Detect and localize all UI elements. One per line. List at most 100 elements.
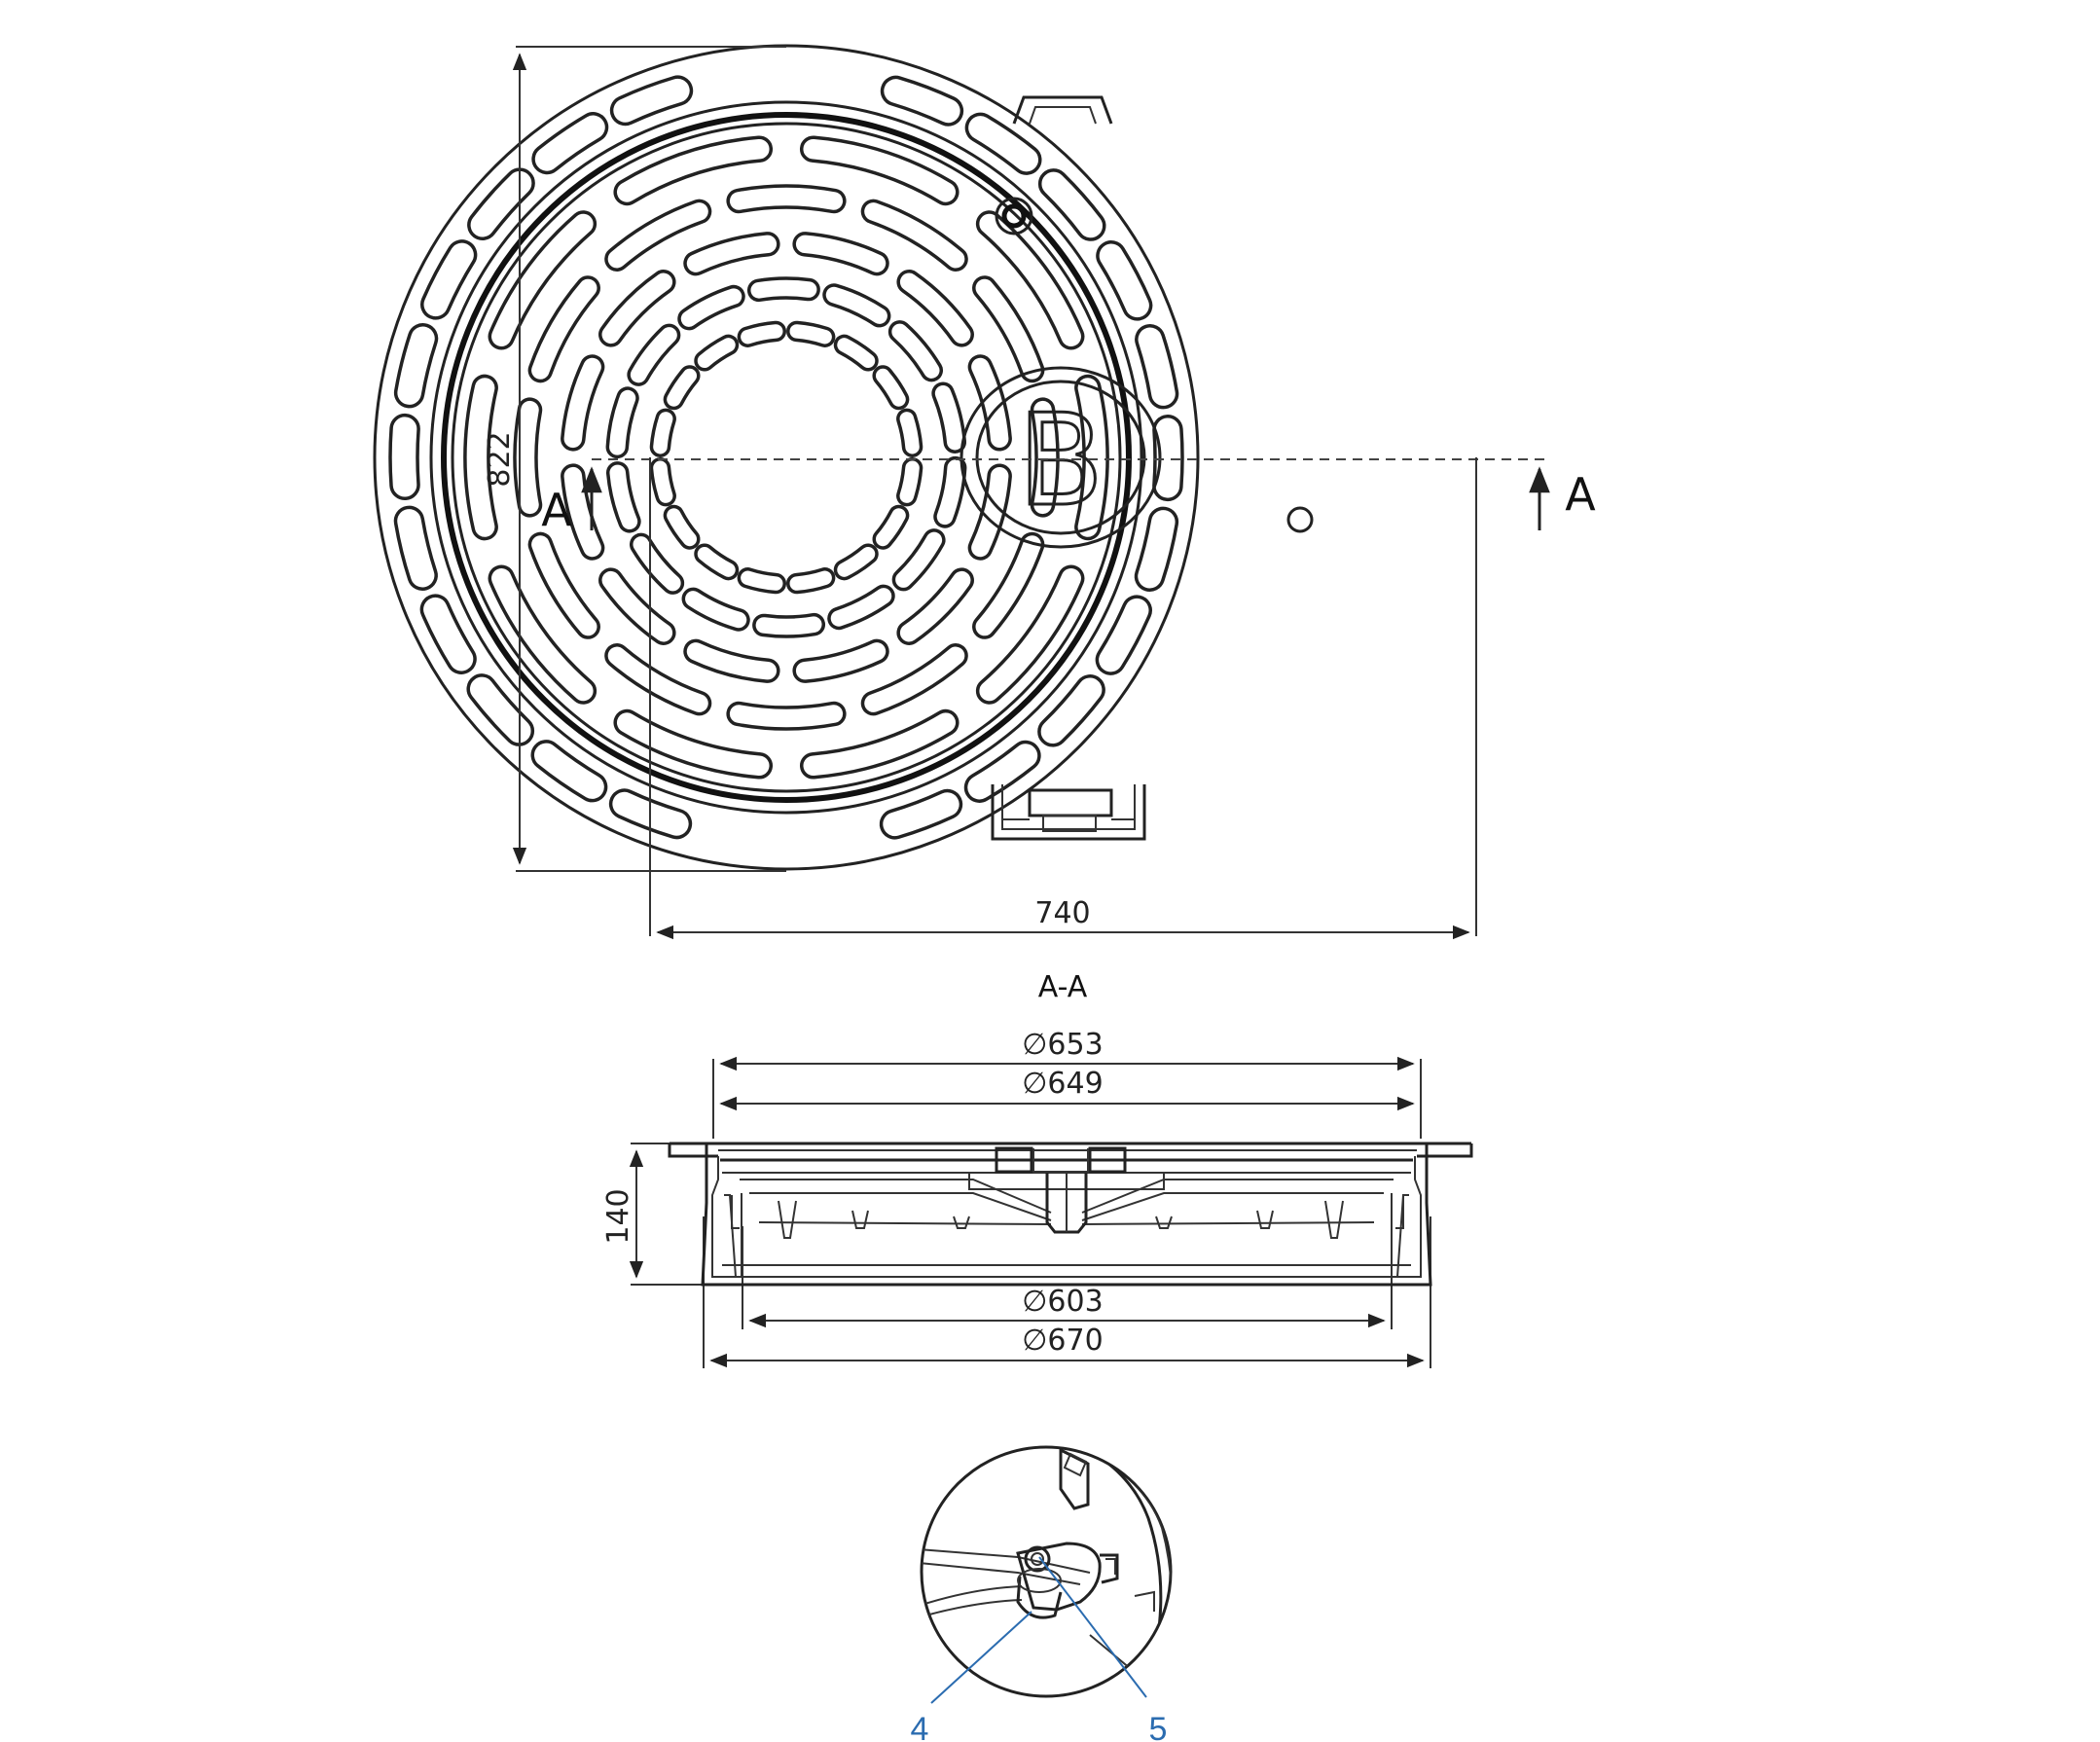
cover-slot xyxy=(1074,375,1109,540)
frame-slot xyxy=(1037,674,1105,747)
detail-content xyxy=(922,1447,1171,1696)
section-title: A-A xyxy=(1038,970,1088,1004)
section-profile xyxy=(668,1142,1473,1287)
keyhole-inner xyxy=(1001,203,1027,229)
cover-slot xyxy=(747,276,820,303)
callout-4-label: 4 xyxy=(911,1711,929,1742)
cover-slot xyxy=(737,567,786,595)
cover-slot xyxy=(463,374,498,541)
cover-slot xyxy=(967,463,1012,561)
cover-slot xyxy=(604,199,712,272)
cover-slot xyxy=(513,397,543,518)
frame-slot xyxy=(964,112,1042,175)
cover-slot xyxy=(896,457,923,507)
frame-slot xyxy=(880,75,964,127)
cover-slot xyxy=(827,584,895,631)
dim-670-label: ∅670 xyxy=(1022,1324,1103,1358)
cover-slot xyxy=(613,708,773,780)
cover-slot xyxy=(726,184,847,214)
cover-slot xyxy=(663,365,701,411)
cover-slot xyxy=(488,210,597,350)
cover-slot xyxy=(605,386,639,459)
cover-slot xyxy=(933,455,967,528)
section-label-right: A xyxy=(1565,468,1596,521)
cover-slot xyxy=(527,275,600,383)
cover-slot xyxy=(972,531,1045,639)
frame-slot xyxy=(388,413,420,500)
cover-slot xyxy=(786,567,836,595)
dim-653-label: ∅653 xyxy=(1022,1028,1103,1062)
frame-slots xyxy=(388,75,1184,840)
bottom-hinge xyxy=(991,784,1146,841)
cover-slot xyxy=(677,284,745,331)
frame-slot xyxy=(1152,415,1184,502)
cover-slot xyxy=(800,708,959,780)
logo-oval-inner xyxy=(975,380,1146,535)
frame-slot xyxy=(1037,168,1106,241)
keyhole-outer xyxy=(995,197,1033,236)
cover-slot xyxy=(527,531,600,639)
cover-slot xyxy=(792,638,889,683)
cover-slot xyxy=(649,457,676,507)
cover-slot xyxy=(792,232,889,276)
plan-view: B A A 822 740 xyxy=(373,44,1596,940)
frame-slot xyxy=(608,788,693,840)
detail-circle xyxy=(920,1445,1173,1698)
cover-slot xyxy=(683,232,780,276)
cover-slot xyxy=(694,334,740,372)
cover-slot xyxy=(833,543,879,581)
cover-slot xyxy=(627,323,681,386)
section-view: A-A ∅653 ∅649 ∅603 ∅670 140 xyxy=(601,970,1473,1368)
frame-slot xyxy=(879,788,963,840)
cover-slot xyxy=(891,528,946,592)
frame-slot xyxy=(1135,324,1179,410)
cover-slot xyxy=(975,210,1085,350)
cover-slot xyxy=(663,504,701,550)
dim-140-label: 140 xyxy=(601,1188,635,1244)
detail-view: 4 5 xyxy=(911,1445,1173,1742)
cover-slot xyxy=(598,270,676,347)
cover-slot xyxy=(860,643,968,716)
frame-slot xyxy=(420,239,478,320)
height-dimension-label: 822 xyxy=(483,431,517,487)
cover-seat-ring xyxy=(441,112,1132,803)
frame-slot xyxy=(530,740,608,803)
cover-slot xyxy=(752,612,825,638)
frame-slot xyxy=(963,740,1041,803)
frame-slot xyxy=(1095,595,1152,675)
cover-slot xyxy=(860,199,968,272)
frame-slot xyxy=(393,323,439,409)
frame-slot xyxy=(1134,506,1179,592)
frame-slot xyxy=(466,673,535,746)
frame-slot xyxy=(467,167,535,240)
cover-slot xyxy=(896,270,974,347)
callout-5-leader xyxy=(1038,1556,1147,1698)
frame-slot xyxy=(1096,240,1153,321)
frame-inner-circle xyxy=(429,100,1143,815)
cover-slot xyxy=(931,381,966,454)
cover-slot xyxy=(737,320,786,347)
cover-slot xyxy=(606,461,641,533)
cover-slot xyxy=(649,408,676,457)
frame-slot xyxy=(609,75,694,127)
cover-slot xyxy=(975,564,1085,705)
width-dimension-label: 740 xyxy=(1034,896,1090,930)
cover-slot xyxy=(833,334,879,372)
cover-slot xyxy=(488,564,597,705)
logo-oval-outer xyxy=(959,366,1162,549)
cover-slot xyxy=(726,701,847,731)
frame-slot xyxy=(531,112,609,175)
cover-slot xyxy=(822,283,891,328)
cover-slot xyxy=(630,532,685,595)
cover-slot xyxy=(786,320,836,347)
cover-slot xyxy=(694,543,740,581)
cover-slot xyxy=(1030,397,1060,518)
top-hinge-lug xyxy=(1012,95,1113,125)
cover-slot xyxy=(598,567,676,645)
cover-edge-circle xyxy=(451,122,1122,793)
frame-slot xyxy=(393,505,438,591)
cover-slot xyxy=(800,135,959,206)
cover-slot xyxy=(604,643,712,716)
section-label-left: A xyxy=(541,484,572,536)
lift-hole xyxy=(1286,506,1314,533)
